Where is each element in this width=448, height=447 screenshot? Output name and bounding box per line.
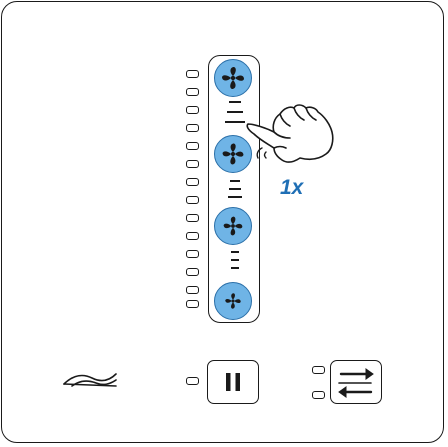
direction-indicator-led-top xyxy=(312,366,325,374)
level-mark xyxy=(230,180,240,182)
fan-speed-level-2[interactable] xyxy=(214,207,252,245)
fan-icon xyxy=(225,293,241,309)
indicator-led xyxy=(186,300,199,308)
pointing-hand-icon xyxy=(246,104,334,163)
indicator-led xyxy=(186,250,199,258)
fan-speed-slider[interactable] xyxy=(208,55,260,323)
indicator-led xyxy=(186,214,199,222)
indicator-led xyxy=(186,268,199,276)
indicator-led xyxy=(186,142,199,150)
level-mark xyxy=(228,196,242,198)
level-mark xyxy=(231,259,239,261)
indicator-led xyxy=(186,178,199,186)
fan-speed-level-1[interactable] xyxy=(214,282,252,320)
fan-icon xyxy=(222,67,244,89)
direction-button[interactable] xyxy=(330,360,382,404)
tap-count-label: 1x xyxy=(280,176,304,199)
fan-icon xyxy=(222,143,244,165)
pause-button[interactable] xyxy=(207,360,259,404)
level-mark xyxy=(225,121,245,123)
level-mark xyxy=(229,101,241,103)
direction-indicator-led-bottom xyxy=(312,391,325,399)
indicator-led xyxy=(186,286,199,294)
indicator-led xyxy=(186,70,199,78)
indicator-led xyxy=(186,124,199,132)
level-mark xyxy=(227,111,243,113)
bidirectional-arrows-icon xyxy=(338,368,374,398)
fan-speed-level-3[interactable] xyxy=(214,135,252,173)
indicator-led xyxy=(186,88,199,96)
level-mark xyxy=(231,251,239,253)
pause-icon xyxy=(226,373,240,391)
pause-indicator-led xyxy=(186,377,199,385)
indicator-led xyxy=(186,106,199,114)
indicator-led xyxy=(186,160,199,168)
fan-icon xyxy=(223,216,243,236)
airflow-icon xyxy=(63,373,117,387)
indicator-led xyxy=(186,196,199,204)
fan-speed-level-4[interactable] xyxy=(214,59,252,97)
level-mark xyxy=(229,188,241,190)
indicator-led xyxy=(186,232,199,240)
level-mark xyxy=(231,267,239,269)
